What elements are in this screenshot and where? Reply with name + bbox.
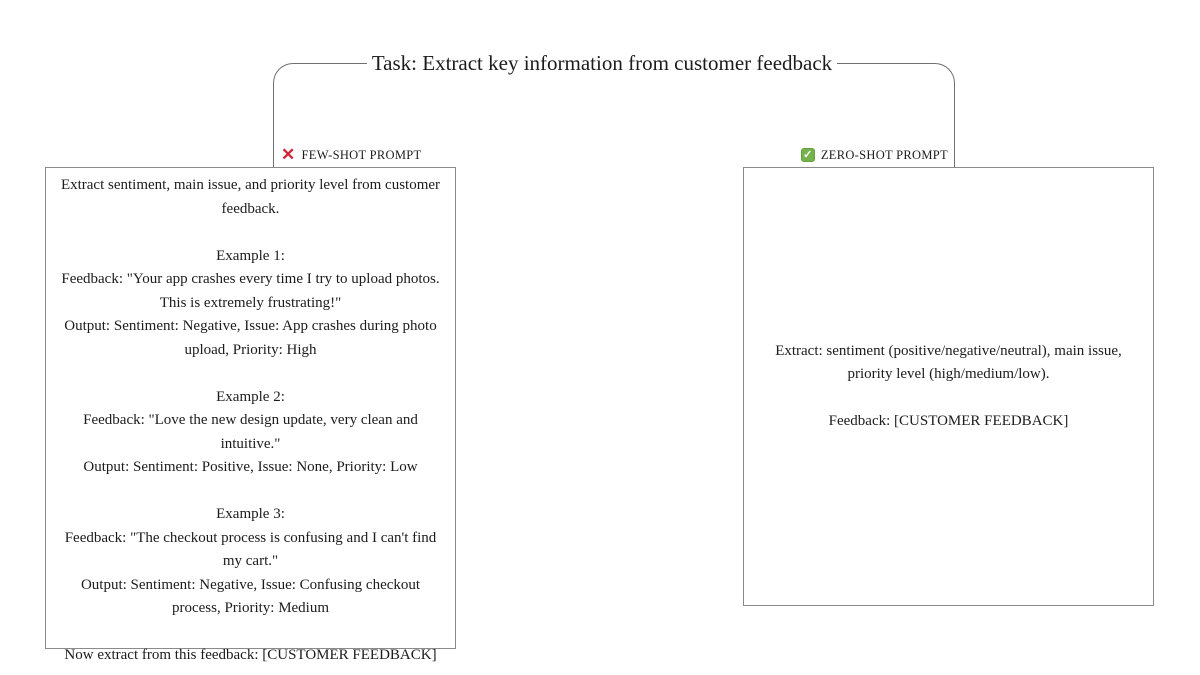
few-shot-label-text: FEW-SHOT PROMPT — [301, 147, 422, 162]
zero-shot-prompt-box: Extract: sentiment (positive/negative/ne… — [743, 167, 1154, 606]
few-shot-prompt-text: Extract sentiment, main issue, and prior… — [60, 177, 441, 663]
few-shot-label: ✕ FEW-SHOT PROMPT — [281, 146, 421, 164]
zero-shot-label: ✓ ZERO-SHOT PROMPT — [800, 146, 948, 164]
zero-shot-label-text: ZERO-SHOT PROMPT — [820, 147, 948, 162]
cross-icon: ✕ — [281, 144, 296, 164]
title-row: Task: Extract key information from custo… — [273, 47, 955, 79]
few-shot-prompt-box: Extract sentiment, main issue, and prior… — [45, 167, 456, 663]
zero-shot-prompt-text: Extract: sentiment (positive/negative/ne… — [775, 342, 1122, 430]
task-title: Task: Extract key information from custo… — [366, 47, 838, 79]
check-icon: ✓ — [800, 148, 815, 162]
